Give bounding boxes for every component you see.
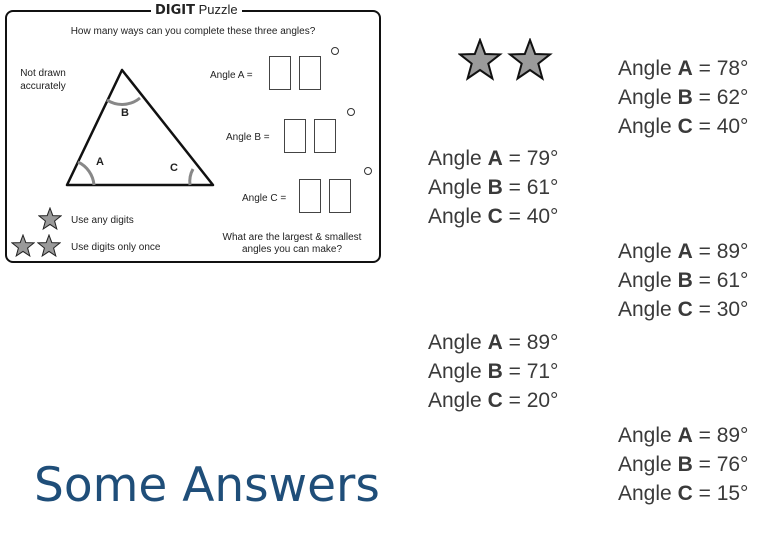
- challenge-line-2: angles you can make?: [241, 244, 343, 255]
- answer-4-angle-a: Angle A = 89°: [428, 331, 559, 354]
- answer-5-angle-c: Angle C = 15°: [618, 482, 749, 505]
- angle-b-arc: [106, 96, 141, 106]
- not-drawn-note: Not drawn accurately: [11, 67, 75, 93]
- answer-block-4: Angle A = 89° Angle B = 71° Angle C = 20…: [428, 328, 558, 415]
- two-star-icon-2: [37, 234, 61, 258]
- angle-b-degree-icon: [347, 108, 355, 116]
- vertex-label-c: C: [170, 162, 178, 174]
- angle-b-label: Angle B =: [226, 132, 270, 143]
- angle-c-degree-icon: [364, 167, 372, 175]
- challenge-line-1: What are the largest & smallest: [222, 232, 362, 243]
- puzzle-title: DIGIT Puzzle: [151, 2, 242, 18]
- triangle-diagram: [65, 68, 215, 187]
- answer-4-angle-c: Angle C = 20°: [428, 389, 559, 412]
- angle-a-digit-1[interactable]: [269, 56, 291, 90]
- answer-5-angle-b: Angle B = 76°: [618, 453, 749, 476]
- answer-1-angle-c: Angle C = 40°: [618, 115, 749, 138]
- answer-2-angle-c: Angle C = 40°: [428, 205, 559, 228]
- answer-1-angle-a: Angle A = 78°: [618, 57, 749, 80]
- answer-block-1: Angle A = 78° Angle B = 62° Angle C = 40…: [618, 54, 748, 141]
- angle-c-arc: [188, 168, 195, 186]
- answer-1-angle-b: Angle B = 62°: [618, 86, 749, 109]
- angle-c-digit-2[interactable]: [329, 179, 351, 213]
- one-star-text: Use any digits: [71, 215, 134, 226]
- angle-a-label: Angle A =: [210, 70, 253, 81]
- two-star-text: Use digits only once: [71, 242, 161, 253]
- answer-3-angle-b: Angle B = 61°: [618, 269, 749, 292]
- some-answers-title: Some Answers: [34, 458, 380, 513]
- puzzle-question: How many ways can you complete these thr…: [70, 26, 316, 37]
- answer-block-3: Angle A = 89° Angle B = 61° Angle C = 30…: [618, 237, 748, 324]
- answer-2-angle-b: Angle B = 61°: [428, 176, 559, 199]
- angle-c-digit-1[interactable]: [299, 179, 321, 213]
- answer-3-angle-c: Angle C = 30°: [618, 298, 749, 321]
- brand-name: DIGIT: [155, 3, 196, 18]
- answer-4-angle-b: Angle B = 71°: [428, 360, 559, 383]
- note-line-1: Not drawn: [20, 68, 66, 79]
- one-star-icon: [38, 207, 62, 231]
- vertex-label-a: A: [96, 156, 104, 168]
- challenge-text: What are the largest & smallest angles y…: [207, 232, 377, 256]
- angle-a-degree-icon: [331, 47, 339, 55]
- angle-b-digit-2[interactable]: [314, 119, 336, 153]
- answer-5-angle-a: Angle A = 89°: [618, 424, 749, 447]
- triangle-shape: [65, 68, 215, 187]
- angle-c-label: Angle C =: [242, 193, 287, 204]
- answer-block-2: Angle A = 79° Angle B = 61° Angle C = 40…: [428, 144, 558, 231]
- answer-3-angle-a: Angle A = 89°: [618, 240, 749, 263]
- title-suffix: Puzzle: [198, 2, 238, 17]
- two-star-rating-icon: [458, 38, 553, 81]
- angle-a-arc: [77, 160, 96, 186]
- angle-a-digit-2[interactable]: [299, 56, 321, 90]
- angle-b-digit-1[interactable]: [284, 119, 306, 153]
- note-line-2: accurately: [20, 81, 66, 92]
- two-star-icon-1: [11, 234, 35, 258]
- vertex-label-b: B: [121, 107, 129, 119]
- puzzle-card: DIGIT Puzzle How many ways can you compl…: [5, 2, 381, 263]
- answer-2-angle-a: Angle A = 79°: [428, 147, 559, 170]
- answer-block-5: Angle A = 89° Angle B = 76° Angle C = 15…: [618, 421, 748, 508]
